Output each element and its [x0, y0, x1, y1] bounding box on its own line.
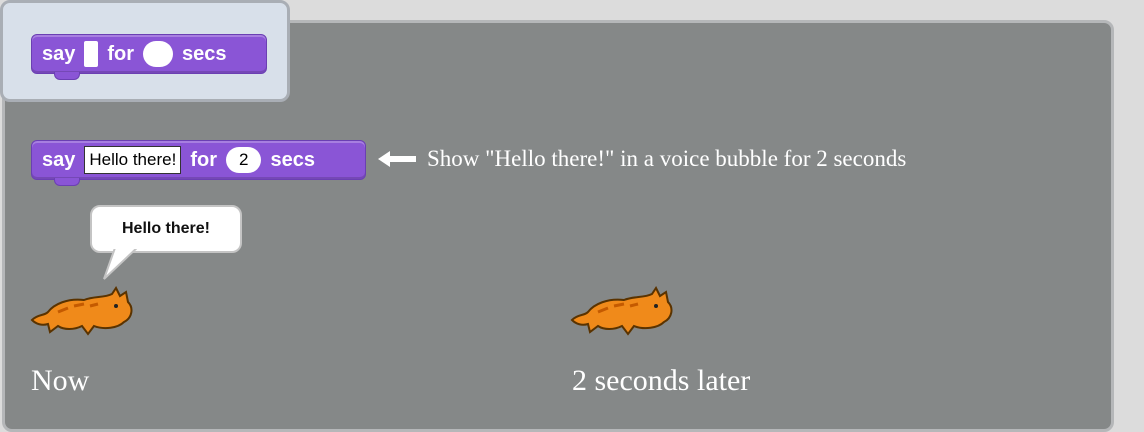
number-input[interactable]: 2 — [225, 147, 262, 173]
left-arrow-icon — [378, 151, 416, 167]
block-word-say: say — [42, 148, 76, 171]
block-word-for: for — [190, 148, 217, 171]
cat-sprite-icon[interactable] — [28, 286, 138, 338]
caption-later: 2 seconds later — [572, 364, 751, 397]
text-input-slot[interactable] — [84, 41, 99, 67]
text-input[interactable]: Hello there! — [84, 146, 182, 174]
number-input-slot[interactable] — [143, 41, 174, 67]
block-word-secs: secs — [270, 148, 315, 171]
speech-bubble-tail-icon — [103, 245, 144, 280]
block-word-say: say — [42, 42, 76, 65]
block-word-secs: secs — [182, 42, 227, 65]
say-for-secs-block-example[interactable]: say Hello there! for 2 secs — [31, 140, 366, 186]
block-description: Show "Hello there!" in a voice bubble fo… — [427, 146, 907, 171]
palette-tab: say for secs — [0, 0, 290, 102]
block-word-for: for — [107, 42, 135, 65]
cat-sprite-icon[interactable] — [568, 286, 678, 338]
speech-bubble-text: Hello there! — [121, 220, 210, 237]
caption-now: Now — [31, 364, 90, 397]
say-for-secs-block-template[interactable]: say for secs — [31, 34, 267, 80]
